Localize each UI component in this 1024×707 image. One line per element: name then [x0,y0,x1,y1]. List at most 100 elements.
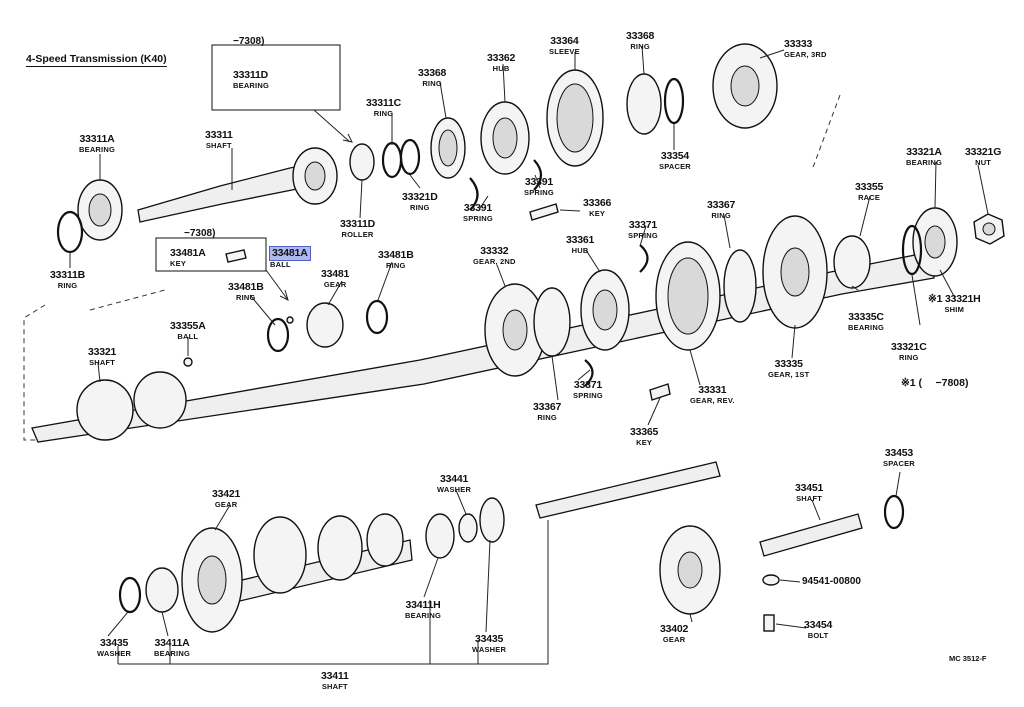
ball-33481a [286,316,294,324]
shaft-33311-gear-hub [304,161,326,191]
ring-33367-second [723,249,757,323]
key-33366 [529,203,559,221]
spring-33371-second [639,244,649,273]
bearing-33311a-bore [88,193,112,227]
key-33365 [649,383,671,401]
footnote-range: ※1 ( −7808) [901,377,969,389]
gear-33421-hub [197,555,227,605]
gear-33332-hub [502,309,528,351]
countershaft-group [117,461,905,665]
key-33481a [225,249,247,263]
ring-33481b-second [365,299,389,335]
gear-33333-hub [730,65,760,107]
ring-33311b [56,210,84,254]
arrow-head [342,133,353,143]
leader-lines-lower [107,471,901,637]
detail-box-upper [211,44,341,111]
diagram-title: 4-Speed Transmission (K40) [26,53,167,67]
bearing-33321a-bore [924,225,946,259]
gear-33331-bore [667,257,709,335]
gear-33335-hub [780,247,810,297]
shaft-33451 [759,513,863,557]
bearing-33411h [425,513,455,559]
hub-33362-bore [492,117,518,159]
gear-33481 [306,302,344,348]
countershaft-gear-b [317,515,363,581]
washer-33435 [118,576,142,614]
output-shaft-group [31,207,1005,443]
ring-33368-second [626,73,662,135]
ring-33321d [399,138,421,176]
ring-33481b [266,317,290,353]
shaft-33311 [137,165,303,223]
spacer-33354 [663,77,685,125]
leader-lines-upper [69,45,785,268]
shaft-33321-gear [133,371,187,429]
countershaft-gear-a [253,516,307,594]
shaft-33411-bracket-ticks [117,600,479,664]
washer-33435-second [479,497,505,543]
ring-33321c [901,224,923,276]
spring-33391-second [533,159,543,191]
bolt-33454 [763,614,775,632]
spring-33391 [469,177,479,211]
bearing-33411a [145,567,179,613]
alignment-dashes [89,289,166,311]
ball-33355a [183,357,193,367]
countershaft-gear-c [366,513,404,567]
leader-line [313,109,351,143]
spacer-33453 [883,494,905,530]
detail-box-lower [155,237,267,272]
